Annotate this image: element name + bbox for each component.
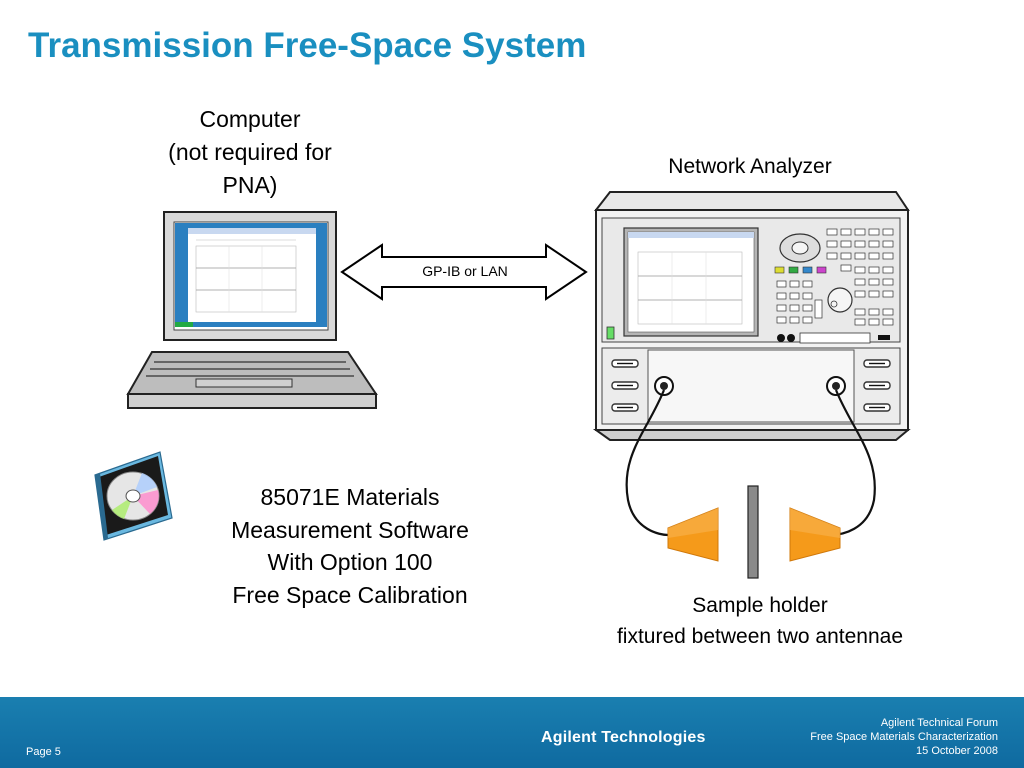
network-analyzer-icon [592, 191, 911, 441]
footer-subtitle: Free Space Materials Characterization [810, 731, 998, 743]
network-analyzer-label: Network Analyzer [668, 155, 832, 178]
sample-line1: Sample holder [692, 594, 828, 617]
software-line3: With Option 100 [267, 549, 433, 575]
laptop-icon [126, 211, 378, 409]
footer-date: 15 October 2008 [916, 745, 998, 757]
computer-label-line1: Computer [199, 106, 301, 132]
software-description: 85071E Materials Measurement Software Wi… [190, 481, 510, 611]
software-cd-icon [94, 451, 173, 541]
computer-label-line2: (not required for [168, 139, 332, 165]
computer-label-line3: PNA) [222, 172, 278, 198]
software-line2: Measurement Software [231, 516, 469, 543]
sample-holder-icon [747, 485, 759, 579]
connection-arrow [340, 243, 588, 301]
footer-event: Agilent Technical Forum [880, 717, 998, 729]
slide-title: Transmission Free-Space System [28, 26, 587, 65]
brand-name: Agilent Technologies [541, 729, 706, 746]
cable-left [625, 389, 669, 537]
computer-label: Computer (not required for PNA) [130, 103, 370, 202]
sample-holder-caption: Sample holder fixtured between two anten… [560, 590, 960, 652]
page-number: Page 5 [26, 746, 61, 758]
footer-info: Agilent Technical Forum Free Space Mater… [698, 716, 998, 758]
footer-bar [0, 697, 1024, 768]
connection-label: GP-IB or LAN [422, 263, 508, 279]
software-line4: Free Space Calibration [232, 581, 468, 608]
software-line1: 85071E Materials [260, 484, 440, 510]
sample-line2: fixtured between two antennae [616, 625, 904, 648]
cable-right [829, 389, 876, 537]
